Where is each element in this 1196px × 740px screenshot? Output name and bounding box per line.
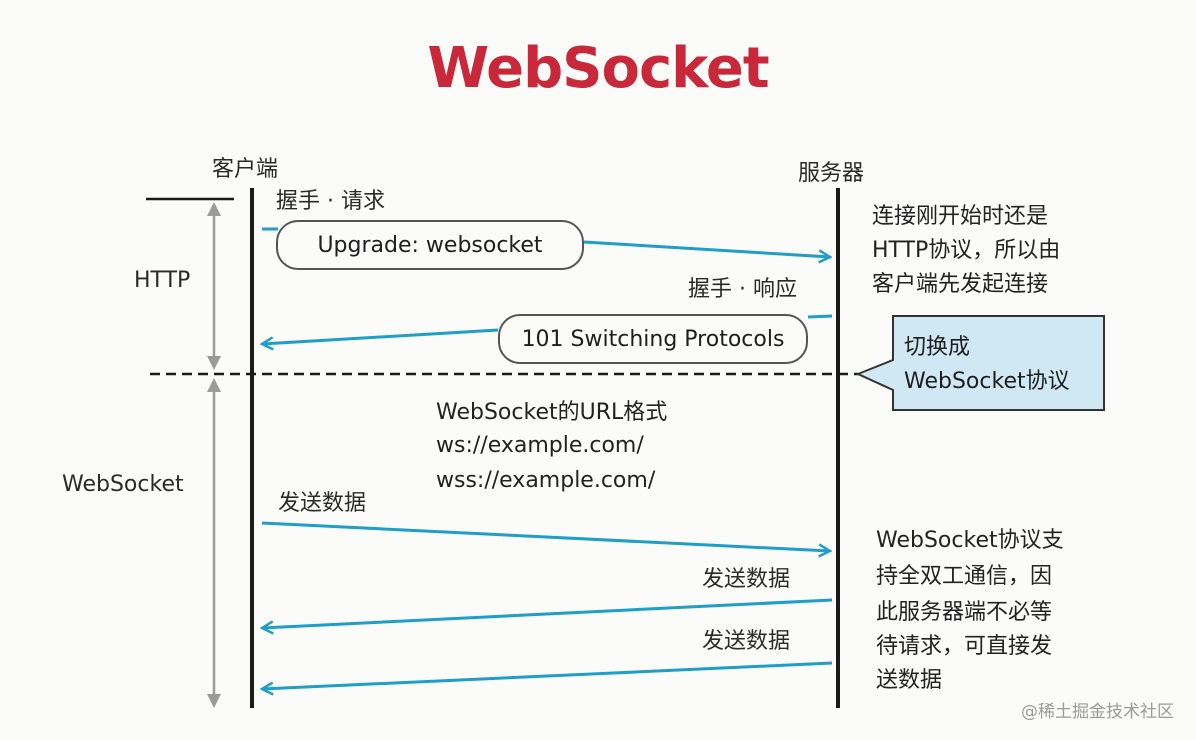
- send-data-label-2: 发送数据: [702, 567, 791, 592]
- duplex-note-line: 送数据: [876, 668, 943, 693]
- handshake-response-arrow: [262, 314, 833, 344]
- send-arrow-client-to-server: [261, 521, 830, 551]
- http-note-line: HTTP协议，所以由: [872, 238, 1061, 263]
- url-format-heading: WebSocket的URL格式: [436, 400, 668, 425]
- handshake-response-label: 握手 · 响应: [688, 277, 797, 302]
- client-lane-label: 客户端: [212, 157, 279, 182]
- duplex-note-line: WebSocket协议支: [876, 528, 1064, 553]
- callout-line: WebSocket协议: [904, 369, 1070, 394]
- websocket-phase-scale: [207, 378, 221, 708]
- http-phase-label: HTTP: [134, 268, 191, 293]
- send-data-label-3: 发送数据: [702, 629, 791, 654]
- url-format-wss: wss://example.com/: [436, 468, 656, 493]
- http-note-line: 连接刚开始时还是: [872, 204, 1049, 229]
- server-lane-label: 服务器: [798, 161, 865, 186]
- http-phase-scale: [207, 202, 221, 370]
- handshake-request-label: 握手 · 请求: [276, 189, 385, 214]
- switching-protocols-box: 101 Switching Protocols: [498, 314, 808, 364]
- duplex-note-line: 持全双工通信，因: [876, 564, 1053, 589]
- websocket-phase-label: WebSocket: [62, 472, 184, 497]
- send-data-label-1: 发送数据: [278, 491, 367, 516]
- diagram-title: WebSocket: [427, 36, 769, 101]
- callout-line: 切换成: [904, 335, 971, 360]
- upgrade-header-box: Upgrade: websocket: [276, 220, 584, 270]
- duplex-note-line: 待请求，可直接发: [876, 634, 1053, 659]
- watermark: @稀土掘金技术社区: [1021, 702, 1174, 722]
- handshake-request-arrow: [262, 227, 830, 257]
- send-arrow-server-to-client-2: [262, 661, 833, 689]
- switch-protocol-callout: [855, 315, 1105, 411]
- send-arrow-server-to-client-1: [262, 598, 833, 628]
- duplex-note-line: 此服务器端不必等: [876, 600, 1053, 625]
- url-format-ws: ws://example.com/: [436, 433, 644, 458]
- http-note-line: 客户端先发起连接: [872, 272, 1049, 297]
